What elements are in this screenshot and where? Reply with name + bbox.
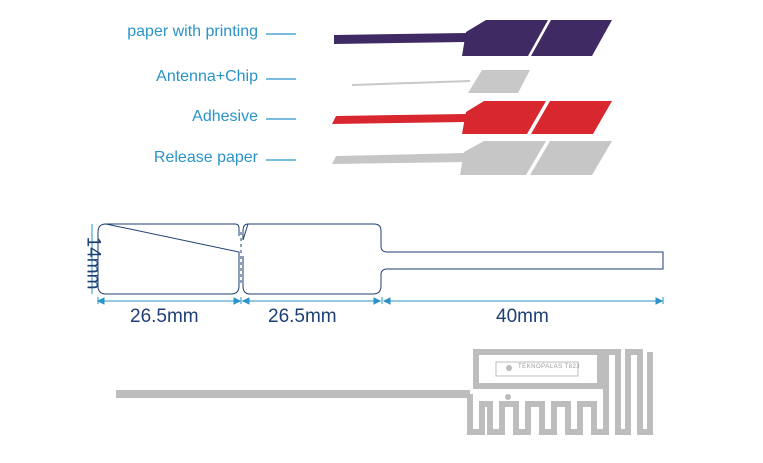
dim-tail: 40mm [496,306,549,327]
layer-label-paper: paper with printing [127,23,258,40]
layer-shape-adhesive [332,101,612,134]
layer-shape-release [332,141,612,175]
layer-label-adhesive: Adhesive [192,108,258,125]
dim-seg1: 26.5mm [130,306,199,327]
antenna-inlay [116,349,653,435]
dim-height: 14mm [82,236,104,290]
layer-row-adhesive: Adhesive [0,108,258,128]
layer-row-release: Release paper [0,149,258,169]
layer-label-antenna: Antenna+Chip [156,68,258,85]
chip-text: TEKNOPALAS T82J [518,364,580,370]
label-outline [97,223,664,295]
dimension-lines [91,224,664,305]
layer-row-paper: paper with printing [0,23,258,43]
dim-seg2: 26.5mm [268,306,337,327]
layer-shape-antenna [352,70,530,93]
layer-shape-paper [334,20,612,56]
layer-row-antenna: Antenna+Chip [0,68,258,88]
layer-label-release: Release paper [153,149,258,166]
